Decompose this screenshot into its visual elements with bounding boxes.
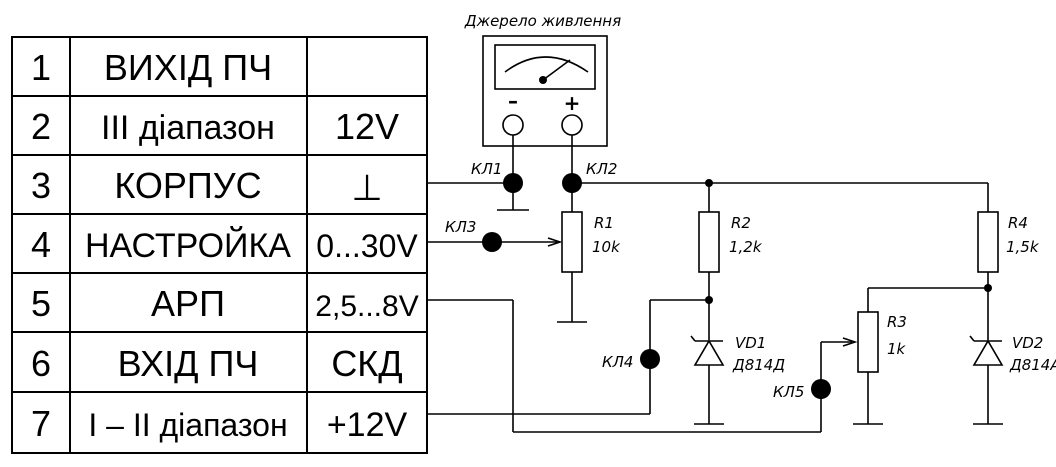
table-row-5-value: 2,5...8V (315, 290, 418, 323)
wires (427, 135, 1003, 433)
clamp-kl1 (503, 173, 523, 193)
components: R1 10k R2 1,2k R3 1k R4 1,5k VD1 Д814Д V… (561, 211, 1056, 374)
table-row-7-name: I – II діапазон (88, 407, 287, 443)
pin-table: 1 ВИХІД ПЧ 2 III діапазон 12V 3 КОРПУС ⊥… (11, 36, 428, 454)
resistor-r4 (977, 211, 999, 273)
clamp-kl2 (562, 173, 582, 193)
junction-dot (705, 296, 713, 304)
r1-ref: R1 (594, 214, 614, 232)
table-row-5-name: АРП (151, 283, 225, 324)
r1-value: 10k (592, 238, 621, 256)
clamp-kl3 (482, 232, 502, 252)
r3-value: 1k (887, 340, 907, 358)
table-row-6-value: СКД (331, 343, 402, 384)
zener-diode-vd2 (969, 335, 1004, 366)
table-row-3-num: 3 (31, 165, 51, 206)
clamp-kl4-label: КЛ4 (602, 353, 633, 371)
table-row-1-num: 1 (31, 47, 51, 88)
vd2-value: Д814А (1009, 356, 1056, 374)
table-row-4-name: НАСТРОЙКА (85, 227, 291, 265)
vd2-ref: VD2 (1012, 334, 1043, 352)
table-row-3-value: ⊥ (351, 167, 382, 208)
power-supply-box (482, 35, 608, 147)
resistor-r3 (857, 311, 879, 373)
vd1-ref: VD1 (735, 334, 766, 352)
resistor-r1 (561, 211, 583, 273)
clamp-kl5-label: КЛ5 (773, 383, 804, 401)
clamp-kl1-label: КЛ1 (471, 160, 502, 178)
power-supply-title: Джерело живлення (464, 12, 621, 30)
table-row-7-num: 7 (31, 403, 51, 444)
power-supply: Джерело живлення – + (464, 12, 621, 147)
vd1-value: Д814Д (732, 356, 785, 374)
plus-label: + (564, 91, 581, 115)
table-row-1-name: ВИХІД ПЧ (104, 47, 272, 88)
minus-label: – (508, 89, 518, 113)
table-row-7-value: +12V (327, 406, 408, 444)
junction-dot (984, 284, 992, 292)
minus-terminal (502, 114, 524, 136)
r2-ref: R2 (731, 214, 751, 232)
zener-diode-vd1 (690, 335, 725, 366)
clamp-kl4 (640, 349, 660, 369)
meter-icon (494, 44, 596, 90)
table-row-5-num: 5 (31, 283, 51, 324)
table-row-6-name: ВХІД ПЧ (118, 343, 259, 384)
table-border (11, 36, 428, 454)
table-row-3-name: КОРПУС (114, 165, 261, 206)
table-row-2-value: 12V (335, 106, 399, 147)
clamp-kl5 (811, 379, 831, 399)
table-row-4-num: 4 (31, 224, 51, 265)
r3-ref: R3 (887, 313, 907, 331)
junctions (705, 179, 992, 304)
clamp-kl3-label: КЛ3 (445, 218, 476, 236)
table-row-6-num: 6 (31, 343, 51, 384)
plus-terminal (561, 114, 583, 136)
table-row-2-num: 2 (31, 106, 51, 147)
r2-value: 1,2k (729, 238, 763, 256)
r4-value: 1,5k (1006, 238, 1040, 256)
clamp-kl2-label: КЛ2 (586, 160, 617, 178)
clamps: КЛ1 КЛ2 КЛ3 КЛ4 КЛ5 (445, 160, 831, 401)
table-row-4-value: 0...30V (316, 228, 418, 264)
r4-ref: R4 (1008, 214, 1028, 232)
table-row-2-name: III діапазон (101, 109, 275, 147)
junction-dot (705, 179, 713, 187)
resistor-r2 (698, 211, 720, 273)
